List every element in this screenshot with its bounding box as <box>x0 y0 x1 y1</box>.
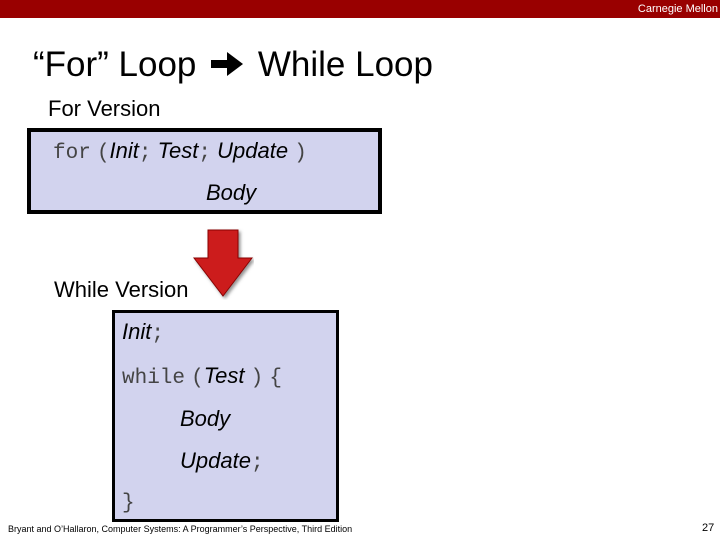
title-while-loop: While Loop <box>257 45 433 84</box>
while-update: Update <box>180 448 251 473</box>
for-init: Init <box>109 138 139 163</box>
while-version-label: While Version <box>54 277 189 302</box>
while-test: Test <box>203 363 245 388</box>
for-version-label: For Version <box>48 96 161 121</box>
while-body: Body <box>180 406 231 431</box>
for-code-box: for (Init; Test; Update ) Body <box>27 128 382 214</box>
page-number: 27 <box>702 522 715 534</box>
while-brace-close: } <box>122 492 135 515</box>
for-test: Test <box>157 138 199 163</box>
while-semicolon2: ; <box>250 452 264 475</box>
while-paren-open: ( <box>191 367 204 390</box>
for-paren-open: ( <box>96 142 110 165</box>
arrow-right-icon <box>211 52 244 76</box>
while-keyword: while <box>122 367 186 390</box>
while-header-line: while (Test ) { <box>122 363 282 390</box>
while-init-line: Init; <box>122 319 164 346</box>
while-paren-close: ) <box>250 367 264 390</box>
for-keyword: for <box>53 142 91 165</box>
for-header-line: for (Init; Test; Update ) <box>53 138 307 165</box>
brand-label: Carnegie Mellon <box>637 3 718 15</box>
header-bar: Carnegie Mellon <box>0 0 720 18</box>
for-sep2: ; <box>198 142 212 165</box>
while-init: Init <box>122 319 152 344</box>
while-body-line: Body <box>180 406 230 432</box>
while-code-box: Init; while (Test ) { Body Update; } <box>112 310 339 522</box>
while-close-line: } <box>122 488 135 515</box>
down-arrow-icon <box>192 229 254 297</box>
while-update-line: Update; <box>180 448 264 475</box>
for-body: Body <box>206 180 257 205</box>
while-brace-open: { <box>269 367 282 390</box>
slide-title: “For” Loop While Loop <box>33 44 433 86</box>
for-paren-close: ) <box>294 142 307 165</box>
for-update: Update <box>217 138 289 163</box>
for-sep1: ; <box>138 142 152 165</box>
footer-citation: Bryant and O’Hallaron, Computer Systems:… <box>8 524 353 534</box>
for-body-line: Body <box>206 180 256 206</box>
while-semicolon1: ; <box>151 323 164 346</box>
title-for-loop: “For” Loop <box>33 45 197 84</box>
